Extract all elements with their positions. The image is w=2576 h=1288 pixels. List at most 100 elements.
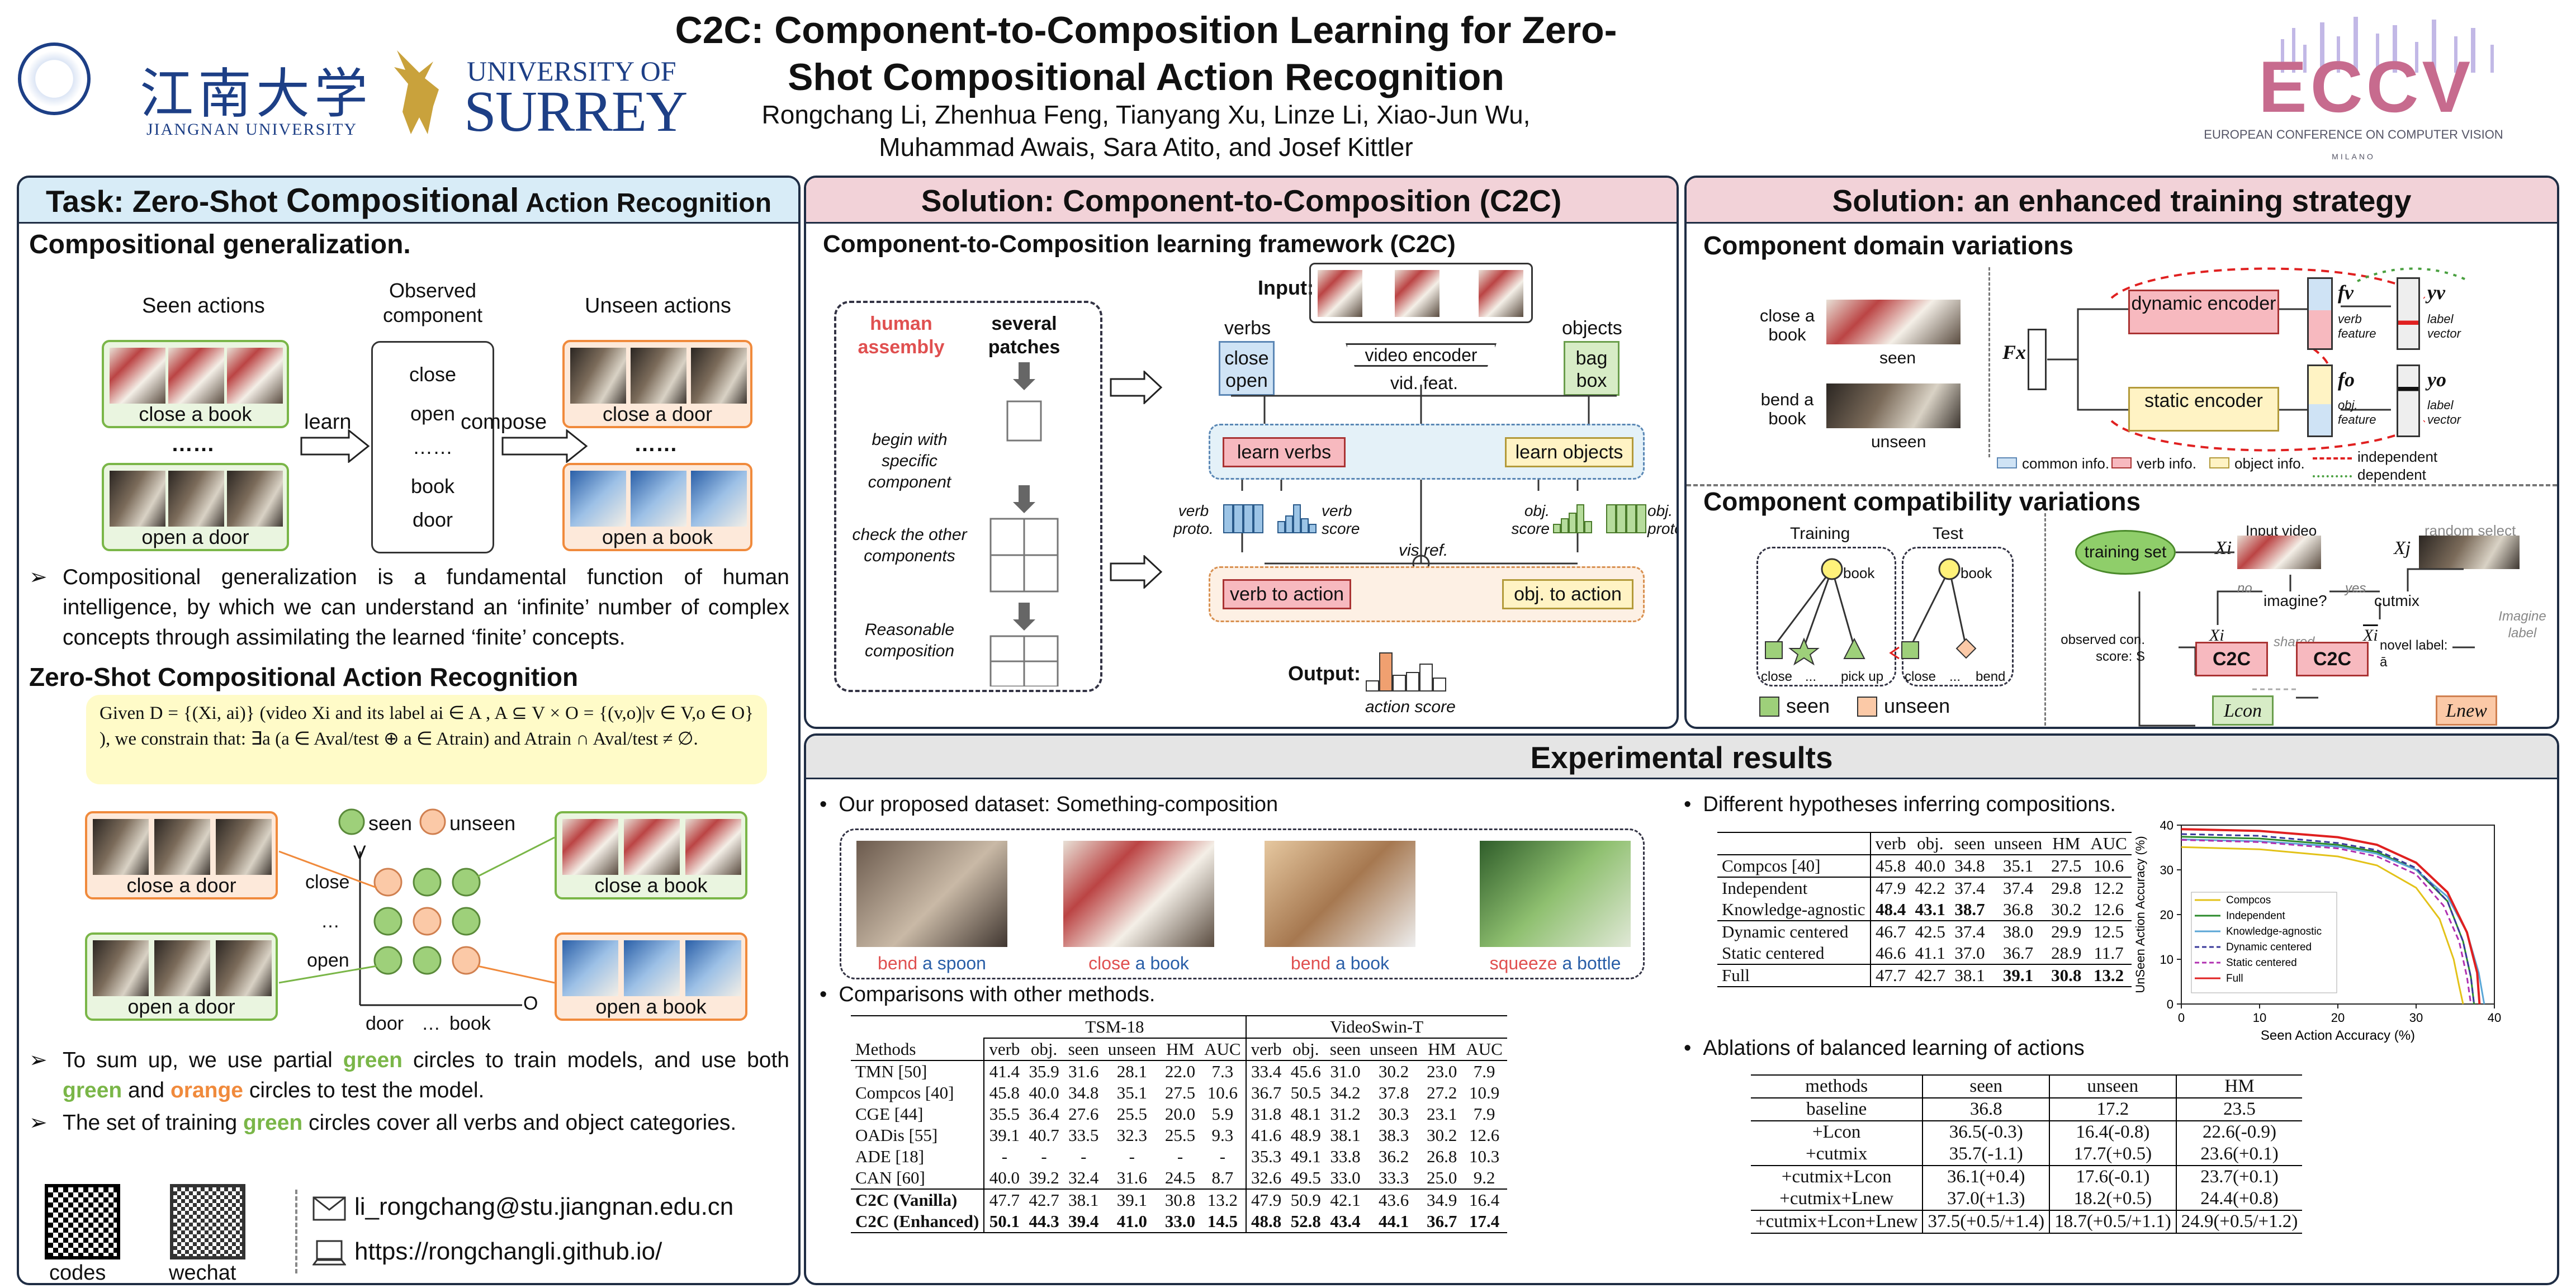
table-cell: 17.4	[1461, 1211, 1507, 1233]
eccv-name: ECCV	[2258, 46, 2474, 127]
table-cell: 35.7(-1.1)	[1922, 1143, 2050, 1166]
legend-entry: Full	[2226, 973, 2243, 984]
input-frames	[1309, 263, 1533, 323]
row-close-label: close	[305, 872, 350, 893]
table-cell: C2C (Enhanced)	[851, 1211, 984, 1233]
puzzle-complete-icon	[989, 635, 1059, 686]
table-cell: 39.4	[1063, 1211, 1104, 1233]
hollow-arrow-icon	[1110, 371, 1163, 404]
xj-label: Xj	[2394, 538, 2411, 558]
table-cell: 33.0	[1160, 1211, 1200, 1233]
xi-bar-label: Xi	[2363, 626, 2378, 645]
verb-proto-bars-icon	[1223, 504, 1263, 533]
step-check: check the other components	[852, 525, 967, 565]
sample-image	[1063, 841, 1214, 947]
table-cell: 47.9	[1869, 877, 1911, 899]
component-item: book	[410, 475, 455, 498]
qr-code-codes[interactable]	[45, 1184, 120, 1259]
yo-label-bar	[2397, 364, 2420, 437]
sample-caption: squeeze a bottle	[1489, 953, 1621, 973]
table-cell: 41.0	[1103, 1211, 1161, 1233]
y-tick-label: 30	[2160, 863, 2174, 877]
solution-panel-title: Solution: Component-to-Composition (C2C)	[806, 178, 1677, 224]
objects-box: bag box	[1564, 341, 1620, 396]
table-cell: 49.5	[1290, 1168, 1321, 1187]
table-cell: 9.2	[1473, 1168, 1495, 1187]
table-cell: -	[983, 1146, 1025, 1167]
verb-feature-label: verb feature	[2338, 312, 2376, 340]
table-cell: seen	[1949, 832, 1990, 855]
table-cell: 23.1	[1427, 1104, 1457, 1124]
email-link[interactable]: li_rongchang@stu.jiangnan.edu.cn	[354, 1193, 734, 1220]
table-cell: 45.6	[1290, 1062, 1321, 1081]
puzzle-piece-icon	[1006, 400, 1042, 442]
table-cell: 16.4(-0.8)	[2049, 1120, 2176, 1143]
compat-divider	[2044, 513, 2046, 726]
observed-component-box: close open …… book door	[371, 341, 494, 553]
table-cell: 20.0	[1164, 1104, 1196, 1124]
table-cell: 36.2	[1378, 1147, 1409, 1166]
legend-common-swatch	[1997, 457, 2017, 468]
table-cell: 36.7	[1422, 1211, 1462, 1233]
table-cell: 10.6	[1207, 1083, 1238, 1102]
imagine-label-note: Imagine label	[2498, 609, 2546, 641]
puzzle-flow	[989, 362, 1059, 686]
eccv-subtitle: EUROPEAN CONFERENCE ON COMPUTER VISION	[2204, 127, 2503, 141]
table-cell: 42.7	[1910, 964, 1950, 987]
table-cell: baseline	[1806, 1099, 1867, 1119]
series-line	[2181, 839, 2472, 1005]
seen-frames-label: seen	[1879, 349, 1916, 367]
table-cell: 33.5	[1068, 1125, 1099, 1145]
table-cell: 25.5	[1164, 1125, 1196, 1145]
test-graph-box	[1902, 547, 2014, 686]
table-cell: 13.2	[2086, 964, 2132, 987]
table-cell: 48.1	[1290, 1104, 1321, 1124]
jiangnan-name-cn: 江南大学	[140, 63, 372, 125]
table-cell: 44.1	[1365, 1211, 1423, 1233]
xi-label: Xi	[2215, 538, 2232, 558]
seen-frames	[1826, 300, 1961, 344]
axis-v-label: V	[353, 842, 366, 863]
bullet-sum-up: ➢ To sum up, we use partial green circle…	[29, 1048, 789, 1102]
table-cell: 30.8	[2047, 964, 2086, 987]
table-cell: 9.3	[1211, 1125, 1234, 1145]
graph-leaf-close: close	[1761, 669, 1793, 684]
table-cell: 13.2	[1200, 1188, 1246, 1211]
table-cell: 40.7	[1029, 1125, 1059, 1145]
x-tick-label: 30	[2409, 1011, 2423, 1025]
qr-code-wechat[interactable]	[170, 1184, 245, 1259]
table-cell: -	[1081, 1147, 1087, 1166]
compatibility-variations-heading: Component compatibility variations	[1703, 487, 2141, 516]
verb-to-action-box: verb to action	[1223, 579, 1351, 609]
table-cell: 47.7	[1869, 964, 1911, 987]
table-cell: methods	[1751, 1074, 1923, 1098]
puzzle-pair-icon	[989, 518, 1059, 593]
table-cell: unseen	[1365, 1038, 1423, 1061]
fv-label: fv	[2338, 281, 2354, 304]
table-cell: 30.2	[2051, 899, 2082, 919]
table-cell: 34.8	[1954, 856, 1985, 875]
axis-o-label: O	[523, 993, 538, 1014]
website-link[interactable]: https://rongchangli.github.io/	[354, 1238, 662, 1265]
table-cell: 34.9	[1422, 1188, 1462, 1211]
comparison-bullet: • Comparisons with other methods.	[820, 983, 1156, 1006]
y-tick-label: 40	[2160, 820, 2174, 832]
jiangnan-seal-icon	[18, 42, 91, 115]
table-cell: verb	[983, 1038, 1025, 1061]
human-assembly-label: human assembly	[858, 313, 945, 358]
table-cell: 22.0	[1164, 1062, 1196, 1081]
table-cell: 27.5	[2051, 856, 2082, 875]
results-panel: Experimental results • Our proposed data…	[804, 733, 2559, 1285]
table-cell: unseen	[1103, 1038, 1161, 1061]
seen-legend-text: seen	[1786, 694, 1830, 717]
y-tick-label: 0	[2167, 997, 2174, 1011]
surrey-name-top: UNIVERSITY OF	[467, 55, 676, 87]
compatibility-graphs	[1765, 558, 1977, 666]
dynamic-encoder-box: dynamic encoder	[2128, 290, 2279, 334]
table-cell: 37.4	[1949, 877, 1990, 899]
learn-objects-box: learn objects	[1505, 437, 1633, 467]
jiangnan-name-en: JIANGNAN UNIVERSITY	[146, 120, 358, 139]
